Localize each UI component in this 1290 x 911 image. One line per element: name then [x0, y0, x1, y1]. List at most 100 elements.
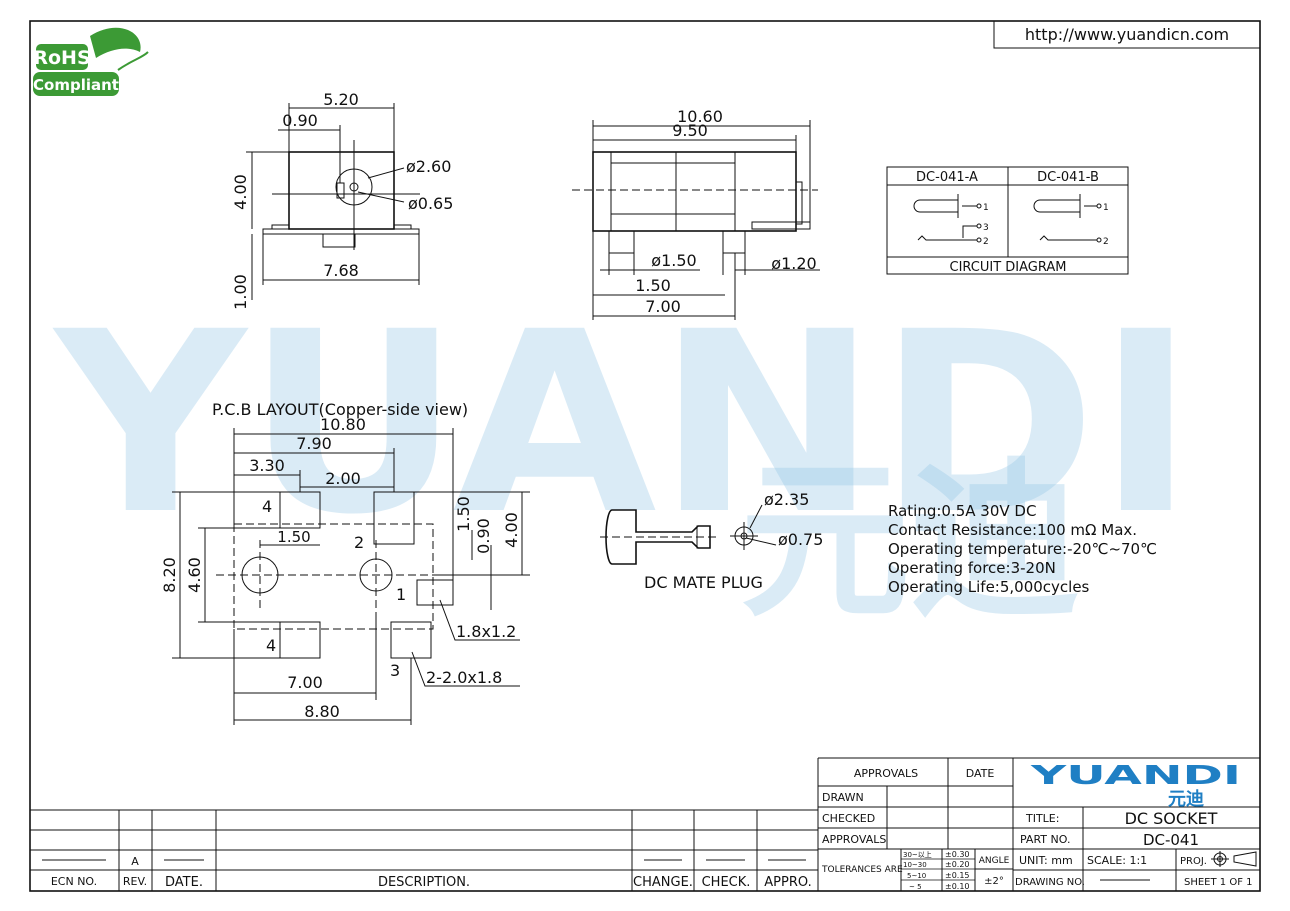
header-rev: REV. [123, 875, 147, 888]
pin-b-2: 2 [1103, 237, 1109, 247]
dim-10-60: 10.60 [677, 107, 723, 126]
dim-0-90: 0.90 [474, 518, 493, 554]
header-ecn: ECN NO. [51, 875, 97, 888]
angle-value: ±2° [984, 876, 1004, 887]
rev-value: A [131, 855, 139, 868]
pad-label-1: 1 [396, 585, 406, 604]
circuit-col-b: DC-041-B [1037, 170, 1099, 185]
compliant-text: Compliant [33, 76, 119, 94]
rohs-text: RoHS [33, 47, 90, 69]
pin-a-3: 3 [983, 223, 989, 233]
dim-7-90: 7.90 [296, 434, 332, 453]
dim-4-60: 4.60 [185, 557, 204, 593]
tol-value-1: ±0.20 [945, 860, 970, 869]
dim-dia-0-75: ø0.75 [778, 530, 823, 549]
label-sheet: SHEET 1 OF 1 [1184, 877, 1253, 888]
label-part-no: PART NO. [1020, 833, 1070, 846]
pcb-layout-drawing: P.C.B LAYOUT(Copper-side view) 4 2 1 4 3… [160, 400, 530, 725]
rohs-logo: RoHS Compliant [33, 27, 149, 96]
dim-pad-1-8x1-2: 1.8x1.2 [456, 622, 516, 641]
tol-value-2: ±0.15 [945, 871, 970, 880]
tol-range-1: 10~30 [903, 861, 927, 869]
header-change: CHANGE. [633, 875, 693, 890]
header-date: DATE. [165, 875, 203, 890]
spec-rating: Rating:0.5A 30V DC [888, 502, 1036, 520]
pad-label-4-top: 4 [262, 497, 272, 516]
pin-a-1: 1 [983, 203, 989, 213]
tol-range-0: 30~以上 [903, 850, 932, 859]
dim-4-00: 4.00 [231, 174, 250, 210]
sheet-border [29, 20, 1261, 892]
revision-block: A ECN NO. REV. DATE. DESCRIPTION. CHANGE… [30, 758, 819, 891]
url-box: http://www.yuandicn.com [993, 20, 1261, 49]
circuit-diagram-table: DC-041-A DC-041-B CIRCUIT DIAGRAM 1 3 2 … [886, 166, 1129, 275]
dim-9-50: 9.50 [672, 121, 708, 140]
label-title: TITLE: [1025, 812, 1059, 825]
pad-label-2: 2 [354, 533, 364, 552]
dim-dia-1-50: ø1.50 [651, 251, 696, 270]
dim-8-80: 8.80 [304, 702, 340, 721]
watermark-cjk: 元迪 [740, 443, 1080, 641]
dim-3-30: 3.30 [249, 456, 285, 475]
label-drawn: DRAWN [822, 791, 864, 804]
dim-7-00: 7.00 [645, 297, 681, 316]
dim-dia-2-35: ø2.35 [764, 490, 809, 509]
brand-logo-cjk: 元迪 [1168, 789, 1204, 810]
spec-operating-temperature: Operating temperature:-20℃~70℃ [888, 540, 1157, 558]
dc-mate-plug-drawing: DC MATE PLUG ø2.35 ø0.75 [600, 490, 823, 592]
header-appro: APPRO. [764, 875, 811, 890]
approvals-header: APPROVALS [854, 767, 918, 780]
projection-symbol-icon [1211, 851, 1257, 867]
dim-10-80: 10.80 [320, 415, 366, 434]
dim-1-50: 1.50 [635, 276, 671, 295]
dim-pad-2-0x1-8: 2-2.0x1.8 [426, 668, 502, 687]
dim-1-50-right: 1.50 [454, 496, 473, 532]
dim-dia-2-60: ø2.60 [406, 157, 451, 176]
title-value: DC SOCKET [1125, 809, 1218, 828]
pin-a-2: 2 [983, 237, 989, 247]
label-angle: ANGLE [979, 856, 1010, 866]
spec-operating-force: Operating force:3-20N [888, 559, 1056, 577]
circuit-col-a: DC-041-A [916, 170, 978, 185]
dim-dia-1-20: ø1.20 [771, 254, 816, 273]
watermark-latin: YUANDI [52, 278, 1195, 569]
tol-value-3: ±0.10 [945, 882, 970, 891]
dim-4-00-pcb: 4.00 [502, 512, 521, 548]
side-view-drawing: 10.60 9.50 ø1.50 ø1.20 1.50 7.00 [572, 107, 820, 320]
spec-operating-life: Operating Life:5,000cycles [888, 578, 1090, 596]
label-unit: UNIT: mm [1019, 854, 1073, 867]
label-tolerances: TOLERANCES ARE [821, 865, 903, 875]
pad-label-3: 3 [390, 661, 400, 680]
label-approvals: APPROVALS [822, 833, 886, 846]
plug-caption: DC MATE PLUG [644, 573, 763, 592]
dim-7-00-pcb: 7.00 [287, 673, 323, 692]
dim-dia-0-65: ø0.65 [408, 194, 453, 213]
pad-label-4-bottom: 4 [266, 636, 276, 655]
yuandi-watermark: YUANDI 元迪 [52, 278, 1195, 641]
dim-8-20: 8.20 [160, 557, 179, 593]
specifications: Rating:0.5A 30V DC Contact Resistance:10… [888, 502, 1157, 596]
tol-value-0: ±0.30 [945, 850, 970, 859]
spec-contact-resistance: Contact Resistance:100 mΩ Max. [888, 521, 1137, 539]
top-view-drawing: 5.20 0.90 4.00 1.00 7.68 ø2.60 ø0.65 [231, 90, 453, 310]
circuit-caption: CIRCUIT DIAGRAM [950, 260, 1067, 275]
tol-range-2: 5~10 [907, 872, 926, 880]
dim-7-68: 7.68 [323, 261, 359, 280]
dim-1-50-pcb: 1.50 [277, 528, 310, 546]
title-block: APPROVALS DATE DRAWN CHECKED APPROVALS T… [818, 757, 1260, 891]
part-no-value: DC-041 [1143, 831, 1199, 849]
label-checked: CHECKED [822, 812, 875, 825]
brand-logo: YUANDI [1029, 761, 1241, 791]
header-check: CHECK. [702, 875, 751, 890]
dim-2-00: 2.00 [325, 469, 361, 488]
dim-1-00: 1.00 [231, 274, 250, 310]
pin-b-1: 1 [1103, 203, 1109, 213]
url-text: http://www.yuandicn.com [1025, 25, 1229, 44]
label-scale: SCALE: 1:1 [1087, 854, 1147, 867]
dim-0-90: 0.90 [282, 111, 318, 130]
pcb-title: P.C.B LAYOUT(Copper-side view) [212, 400, 468, 419]
label-proj: PROJ. [1180, 856, 1207, 867]
dim-5-20: 5.20 [323, 90, 359, 109]
header-description: DESCRIPTION. [378, 875, 470, 890]
